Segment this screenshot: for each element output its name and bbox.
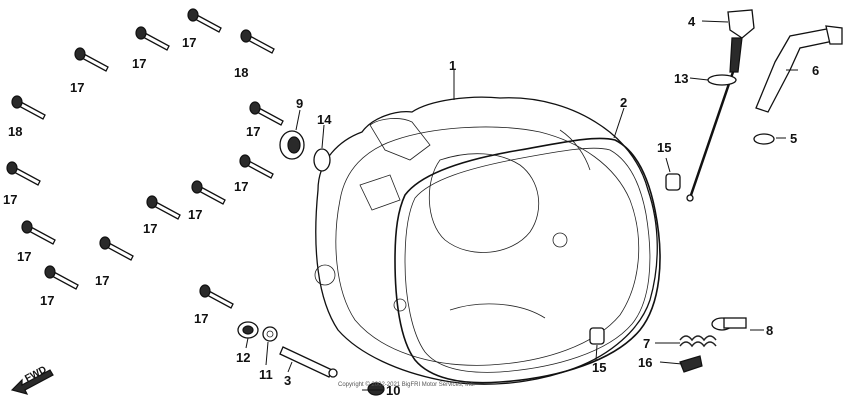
oring-14[interactable]	[313, 148, 331, 172]
dipstick-oring[interactable]	[707, 74, 737, 86]
flange-bolt[interactable]	[135, 26, 170, 51]
label-11: 11	[259, 367, 273, 382]
bolt-label: 17	[3, 192, 17, 207]
flange-bolt[interactable]	[146, 195, 181, 220]
flange-bolt[interactable]	[191, 180, 226, 205]
copyright-text: Copyright © 2002-2021 BigFRI Motor Servi…	[338, 381, 475, 388]
label-13: 13	[674, 71, 688, 86]
spring-7[interactable]	[679, 335, 717, 348]
dowel-pin-upper[interactable]	[665, 173, 681, 191]
bolt-label: 17	[234, 179, 248, 194]
bolt-group	[6, 8, 284, 309]
label-14: 14	[317, 112, 332, 127]
oring-5[interactable]	[753, 133, 775, 145]
flange-bolt[interactable]	[11, 95, 46, 120]
label-5: 5	[790, 131, 797, 146]
washer-10[interactable]	[367, 382, 385, 396]
clip-16[interactable]	[679, 355, 703, 373]
label-4: 4	[688, 14, 696, 29]
flange-bolt[interactable]	[74, 47, 109, 72]
flange-bolt[interactable]	[21, 220, 56, 245]
flange-bolt[interactable]	[99, 236, 134, 261]
flange-bolt[interactable]	[6, 161, 41, 186]
label-15-upper: 15	[657, 140, 671, 155]
flange-bolt[interactable]	[187, 8, 222, 33]
flange-bolt[interactable]	[249, 101, 284, 126]
label-7: 7	[643, 336, 650, 351]
part-labels: 1 2 3 4 5 6 7 8 9 10 11 12 13 14 15 15 1…	[236, 14, 819, 398]
label-2: 2	[620, 95, 627, 110]
bolt-label: 17	[17, 249, 31, 264]
bolt-label: 18	[8, 124, 22, 139]
label-1: 1	[449, 58, 456, 73]
label-12: 12	[236, 350, 250, 365]
leader-lines	[245, 20, 798, 391]
washer-11[interactable]	[262, 326, 278, 342]
bolt-label: 17	[194, 311, 208, 326]
dowel-pin-lower[interactable]	[589, 327, 605, 345]
bolt-label: 18	[234, 65, 248, 80]
label-9: 9	[296, 96, 303, 111]
label-3: 3	[284, 373, 291, 388]
bolt-labels: 17 17 18 17 18 17 17 17 17 17 17 17 17 17	[3, 35, 260, 326]
flange-bolt[interactable]	[239, 154, 274, 179]
bolt-label: 17	[246, 124, 260, 139]
cover-gasket[interactable]	[394, 137, 661, 384]
shaft-6[interactable]	[755, 25, 843, 113]
bolt-label: 17	[132, 56, 146, 71]
flange-bolt[interactable]	[199, 284, 234, 309]
bolt-label: 17	[143, 221, 157, 236]
label-15-lower: 15	[592, 360, 606, 375]
bolt-label: 17	[182, 35, 196, 50]
bolt-label: 17	[188, 207, 202, 222]
label-16: 16	[638, 355, 652, 370]
bolt-8[interactable]	[711, 317, 747, 331]
bolt-label: 17	[40, 293, 54, 308]
oil-dipstick[interactable]	[686, 9, 755, 202]
bolt-label: 17	[95, 273, 109, 288]
flange-bolt[interactable]	[44, 265, 79, 290]
flange-bolt[interactable]	[240, 29, 275, 54]
bolt-label: 17	[70, 80, 84, 95]
label-10: 10	[386, 383, 400, 398]
spindle-3[interactable]	[279, 346, 338, 378]
fwd-arrow: FWD	[10, 364, 54, 395]
label-8: 8	[766, 323, 773, 338]
label-6: 6	[812, 63, 819, 78]
seal-12[interactable]	[237, 321, 259, 339]
crankcase-cover[interactable]	[314, 96, 658, 385]
cap-9[interactable]	[279, 130, 305, 160]
